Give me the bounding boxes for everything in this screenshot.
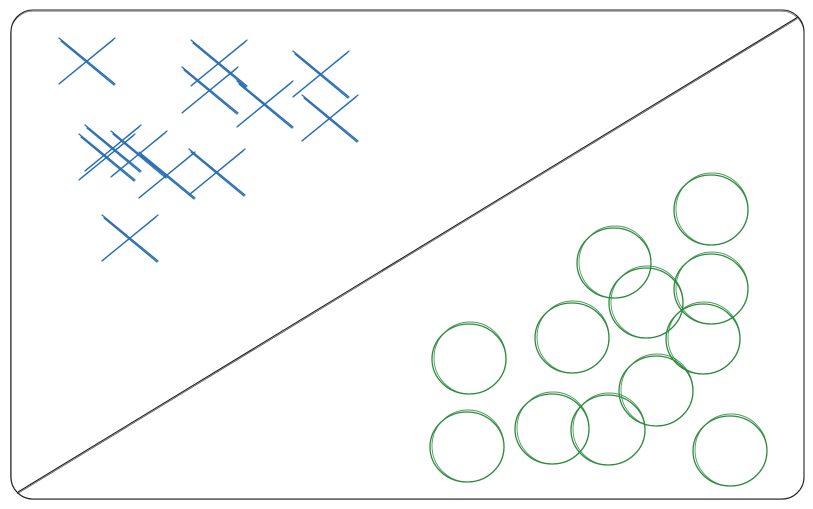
circle-icon bbox=[608, 265, 684, 339]
cross-icon bbox=[188, 148, 246, 197]
circle-icon bbox=[618, 353, 694, 427]
circle-icon bbox=[692, 413, 768, 487]
circle-icon bbox=[673, 172, 749, 246]
frame-border-sketch bbox=[10, 10, 805, 500]
circle-icon bbox=[514, 391, 590, 465]
circle-icon bbox=[673, 251, 749, 325]
cross-icon bbox=[190, 39, 248, 88]
divider-line bbox=[17, 16, 799, 493]
circle-icon bbox=[429, 409, 505, 483]
cross-icon bbox=[181, 66, 239, 115]
circle-icon bbox=[431, 321, 507, 395]
circle-icon bbox=[665, 301, 741, 375]
cross-icon bbox=[84, 124, 142, 173]
circle-group bbox=[429, 172, 768, 487]
frame-group bbox=[10, 9, 805, 500]
cross-icon bbox=[301, 94, 359, 143]
circle-icon bbox=[576, 225, 652, 299]
divider-line-sketch bbox=[16, 18, 798, 495]
cross-icon bbox=[58, 37, 116, 86]
circle-icon bbox=[570, 392, 646, 466]
cross-icon bbox=[101, 214, 159, 263]
cross-icon bbox=[292, 50, 350, 99]
cross-icon bbox=[78, 133, 136, 182]
circle-icon bbox=[534, 300, 610, 374]
cross-icon bbox=[236, 80, 294, 129]
cross-group bbox=[58, 37, 359, 263]
cross-icon bbox=[138, 151, 196, 200]
